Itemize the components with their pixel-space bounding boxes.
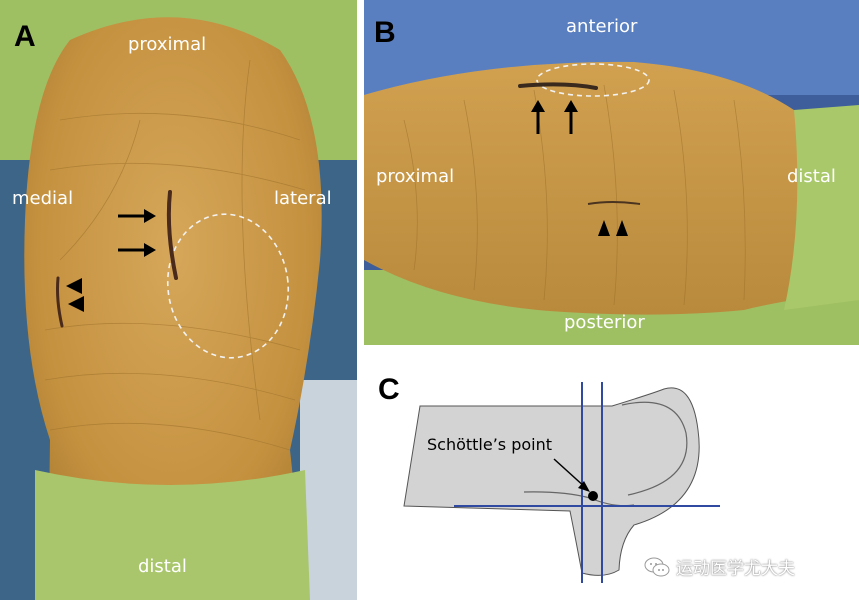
panel-letter-c: C [378,373,400,406]
label-medial: medial [12,188,74,209]
femur-schematic [403,382,720,583]
watermark: 运动医学尤大夫 [644,554,795,579]
incision-mark-posterior [587,201,641,205]
panel-a-knee-frontal-photo: A proximal medial lateral distal [0,0,357,600]
label-distal: distal [138,556,187,577]
skin-wrinkles [44,59,306,451]
label-proximal: proximal [376,166,455,187]
arrow-icon [531,100,545,134]
label-distal: distal [787,166,836,187]
green-wrap-distal [784,105,859,310]
watermark-text: 运动医学尤大夫 [676,559,795,579]
schottle-point-marker [588,491,598,501]
incision-mark-anterior [518,82,598,90]
label-posterior: posterior [564,312,645,333]
label-schottle-point: Schöttle’s point [427,435,553,454]
label-proximal: proximal [128,34,207,55]
knee-skin [24,17,322,600]
condyle-contour [621,401,688,496]
panel-letter-b: B [374,16,396,49]
arrowhead-icon [598,220,610,236]
femur-outline [403,387,700,576]
arrow-icon [118,209,156,223]
incision-mark-lateral [166,190,178,280]
pointer-arrowhead-icon [578,481,590,492]
wechat-icon [644,556,670,578]
white-drape-right [300,380,357,600]
arrowhead-icon [68,296,84,312]
knee-skin-side [364,61,859,315]
arrowhead-icon [66,278,82,294]
dashed-incision-outline [536,63,650,97]
dashed-patella-outline [166,213,290,359]
pointer-line [553,458,587,489]
panel-c-femur-diagram: C Schöttle’s point 运动医学尤大夫 [364,345,859,600]
knee-frontal-illustration [0,0,357,600]
label-lateral: lateral [274,188,332,209]
incision-mark-medial [56,276,64,328]
label-anterior: anterior [566,16,638,37]
green-drape-bottom [35,470,310,600]
panel-b-knee-side-photo: B anterior proximal distal posterior [364,0,859,345]
panel-letter-a: A [14,20,36,53]
arrow-icon [118,243,156,257]
arrowhead-icon [616,220,628,236]
arrow-icon [564,100,578,134]
knee-side-illustration [364,0,859,345]
